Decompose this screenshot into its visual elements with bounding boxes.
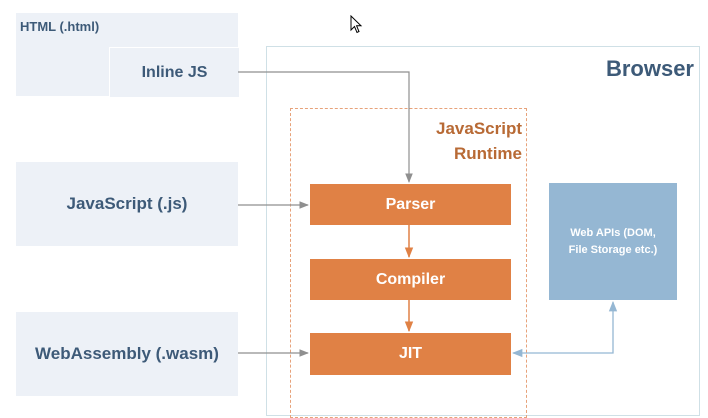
inline-js-label: Inline JS [141,63,208,81]
javascript-source-label: JavaScript (.js) [66,194,188,213]
web-apis-line2: File Storage etc.) [568,243,658,256]
runtime-title-line1: JavaScript [436,119,522,138]
jit-label: JIT [398,345,423,362]
web-apis-line1: Web APIs (DOM, [570,226,656,239]
webassembly-source-label: WebAssembly (.wasm) [35,344,219,363]
compiler-box: Compiler [310,259,511,300]
jit-box: JIT [310,333,511,375]
connector-layer [238,71,618,358]
jit-web-apis-arrow [511,300,618,358]
compiler-label: Compiler [375,270,446,288]
runtime-title-line2: Runtime [454,144,522,163]
html-source-box: HTML (.html) Inline JS [16,13,239,97]
inline-js-to-parser-arrow [238,71,413,183]
parser-label: Parser [385,195,436,213]
inline-js-box: Inline JS [109,47,239,97]
mouse-cursor-icon [350,15,363,34]
browser-title: Browser [605,56,694,81]
html-source-label: HTML (.html) [20,19,100,34]
web-apis-box: Web APIs (DOM, File Storage etc.) [549,183,677,300]
javascript-runtime-title: JavaScript Runtime [380,116,522,166]
webassembly-source-box: WebAssembly (.wasm) [16,312,238,396]
javascript-source-box: JavaScript (.js) [16,162,238,246]
parser-box: Parser [310,184,511,225]
